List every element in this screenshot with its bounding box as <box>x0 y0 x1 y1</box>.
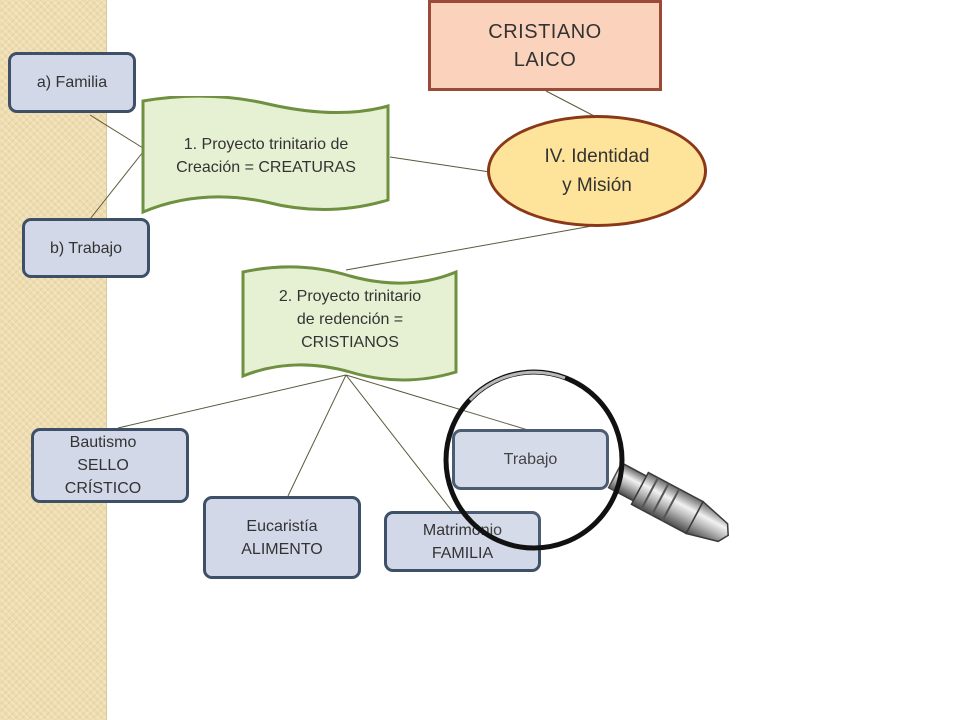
matrimonio-box: Matrimonio FAMILIA <box>384 511 541 572</box>
connector-redemption-to-trabajo <box>345 374 529 431</box>
creation-project-flag <box>141 96 390 215</box>
identidad-mision-ellipse: IV. Identidad y Misión <box>487 115 707 227</box>
decorative-side-strip <box>0 0 107 720</box>
redemption-project-flag <box>241 265 458 382</box>
connector-center-to-redemption <box>345 225 593 271</box>
connector-redemption-to-matrimonio <box>345 374 453 512</box>
bautismo-box: Bautismo SELLO CRÍSTICO <box>31 428 189 503</box>
eucaristia-box: Eucaristía ALIMENTO <box>203 496 361 579</box>
trabajo-b-box: b) Trabajo <box>22 218 150 278</box>
redemption-project-label: 2. Proyecto trinitario de redención = CR… <box>278 288 422 351</box>
creation-project-label: 1. Proyecto trinitario de Creación = CRE… <box>176 136 356 176</box>
trabajo-box: Trabajo <box>452 429 609 490</box>
connector-redemption-to-eucaristia <box>287 374 347 497</box>
cristiano-laico-box: CRISTIANO LAICO <box>428 0 662 91</box>
connector-familia-to-creation <box>89 114 144 149</box>
familia-box: a) Familia <box>8 52 136 113</box>
connector-top-to-center <box>545 90 599 119</box>
connector-redemption-to-bautismo <box>117 374 347 429</box>
connector-creation-to-center <box>389 156 491 173</box>
connector-trabajo-b-to-creation <box>89 151 144 220</box>
